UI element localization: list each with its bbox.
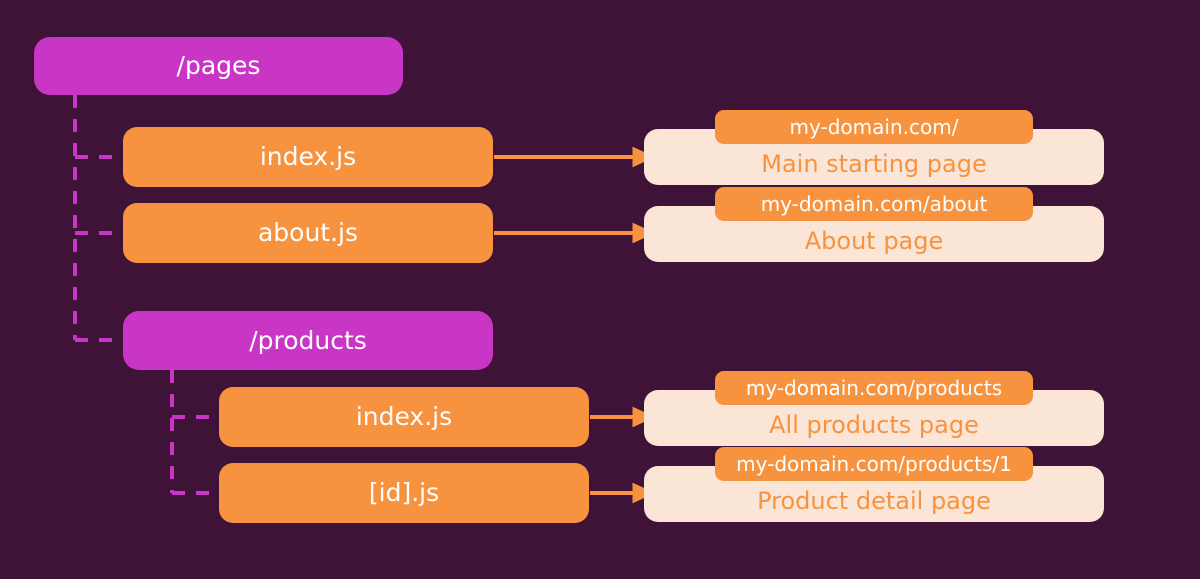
node-products-index-file[interactable]: index.js — [219, 387, 589, 447]
node-products-directory-label: /products — [249, 325, 367, 355]
result-description-home: Main starting page — [761, 149, 987, 178]
node-products-id-file-label: [id].js — [368, 478, 440, 508]
node-pages-index-file-label: index.js — [259, 142, 357, 172]
url-badge-home[interactable]: my-domain.com/ — [715, 110, 1033, 144]
node-pages-directory[interactable]: /pages — [34, 37, 403, 95]
tree-branch-products — [170, 370, 222, 495]
node-pages-index-file[interactable]: index.js — [123, 127, 493, 187]
url-badge-home-label: my-domain.com/ — [789, 115, 959, 139]
result-description-products: All products page — [769, 410, 979, 439]
url-badge-about[interactable]: my-domain.com/about — [715, 187, 1033, 221]
node-products-index-file-label: index.js — [355, 402, 453, 432]
result-group-products: All products page my-domain.com/products — [644, 371, 1104, 446]
result-group-product-detail: Product detail page my-domain.com/produc… — [644, 447, 1104, 522]
node-products-directory[interactable]: /products — [123, 311, 493, 370]
node-pages-directory-label: /pages — [176, 51, 261, 81]
url-badge-products[interactable]: my-domain.com/products — [715, 371, 1033, 405]
result-description-product-detail: Product detail page — [757, 486, 991, 515]
node-products-id-file[interactable]: [id].js — [219, 463, 589, 523]
node-pages-about-file[interactable]: about.js — [123, 203, 493, 263]
url-badge-product-detail[interactable]: my-domain.com/products/1 — [715, 447, 1033, 481]
url-badge-product-detail-label: my-domain.com/products/1 — [736, 452, 1012, 476]
result-group-about: About page my-domain.com/about — [644, 187, 1104, 262]
url-badge-about-label: my-domain.com/about — [760, 192, 988, 216]
tree-branch-pages — [73, 95, 126, 342]
url-badge-products-label: my-domain.com/products — [745, 376, 1003, 400]
node-pages-about-file-label: about.js — [257, 218, 359, 248]
result-description-about: About page — [804, 226, 944, 255]
result-group-home: Main starting page my-domain.com/ — [644, 110, 1104, 185]
